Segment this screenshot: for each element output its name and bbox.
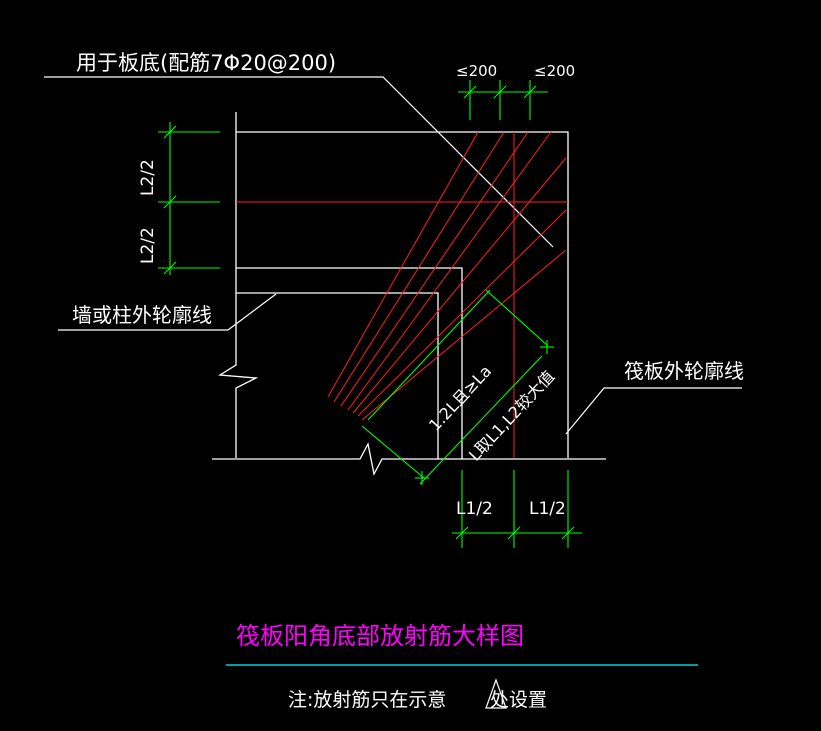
leader-lines <box>44 76 742 435</box>
rebar-centerlines <box>236 132 568 458</box>
note-text: 注:放射筋只在示意 <box>288 689 446 711</box>
raft-outline <box>212 112 606 476</box>
triangle-mark-icon <box>485 678 507 709</box>
spacing-label-a: ≤200 <box>456 62 497 80</box>
dim-left-lower: L2/2 <box>138 227 158 264</box>
diag-dim-inner-label: 1.2L且≥La <box>425 361 495 434</box>
dimension-lines <box>158 80 582 548</box>
callout-top-label: 用于板底(配筋7Φ20@200) <box>76 51 336 75</box>
wall-outline <box>236 267 463 459</box>
dim-bottom-right: L1/2 <box>529 499 566 519</box>
spacing-label-b: ≤200 <box>534 62 575 80</box>
drawing-title: 筏板阳角底部放射筋大样图 <box>236 622 524 650</box>
wall-outline-label: 墙或柱外轮廓线 <box>72 303 212 327</box>
dim-left-upper: L2/2 <box>138 159 158 196</box>
note-mark-text: 处设置 <box>490 689 547 711</box>
radial-rebars <box>327 131 567 421</box>
dim-bottom-left: L1/2 <box>456 499 493 519</box>
raft-outline-label: 筏板外轮廓线 <box>624 359 744 383</box>
